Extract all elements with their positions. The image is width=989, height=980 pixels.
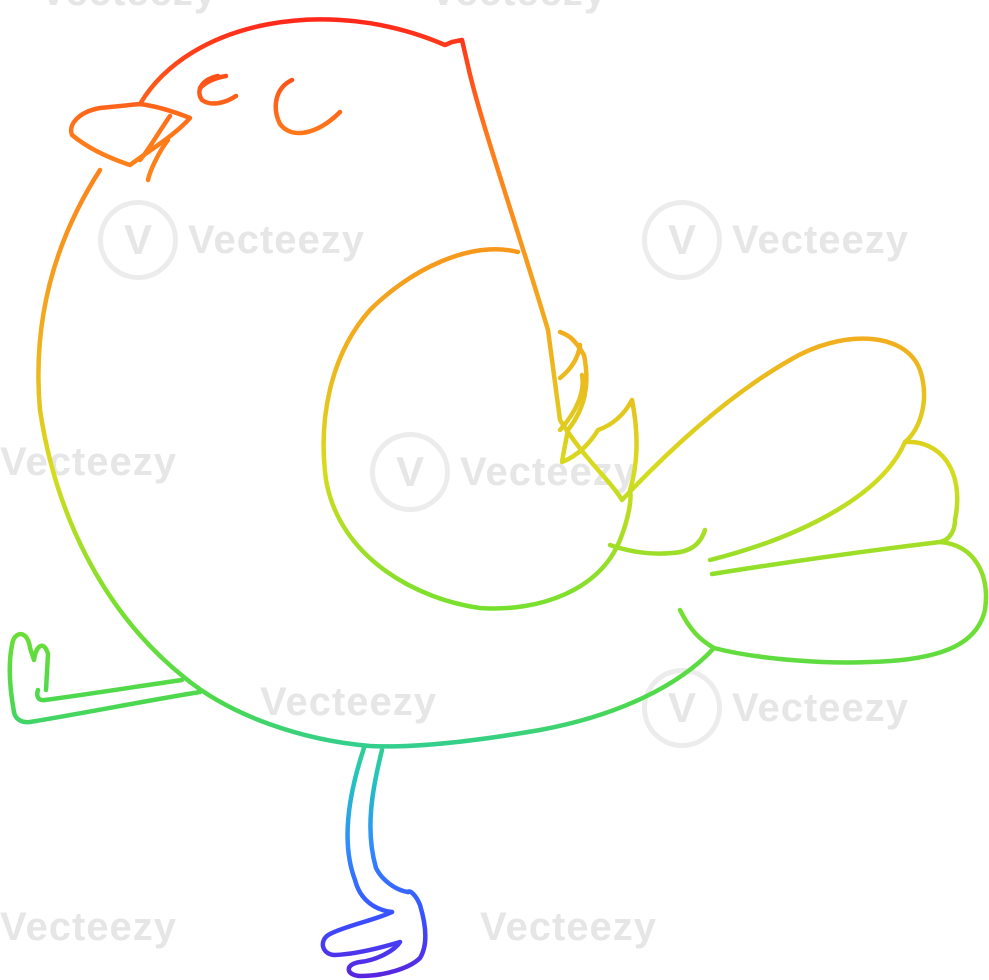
bird-wing-joint [607,527,708,556]
watermark: Vecteezy [0,905,177,950]
bird-raised-leg-line [11,689,203,725]
watermark: V Vecteezy [642,200,909,280]
watermark: Vecteezy [0,440,177,485]
bird-wing [321,247,639,611]
bird-raised-foot [7,631,51,715]
watermark: V Vecteezy [642,668,909,748]
watermark: Vecteezy [40,0,217,15]
watermark-text: Vecteezy [430,0,607,15]
watermark-text: Vecteezy [260,680,438,724]
watermark-text: Vecteezy [0,440,178,484]
watermark-text: Vecteezy [188,217,366,262]
bird-wing-feather [557,372,585,433]
watermark-text: Vecteezy [460,449,638,494]
vecteezy-logo-icon: V [370,432,450,512]
bird-eye-right-icon [273,77,343,136]
bird-raised-leg [35,677,185,703]
bird-wing-feather [557,342,583,381]
watermark-text: Vecteezy [480,905,658,949]
watermark: V Vecteezy [98,200,365,280]
bird-tail-underside [677,607,717,651]
bird-beak-line [137,113,173,163]
watermark-text: Vecteezy [40,0,217,15]
watermark-text: Vecteezy [0,905,178,949]
watermark: V Vecteezy [370,432,637,512]
vecteezy-logo-icon: V [642,668,722,748]
bird-tail-feather [709,539,943,577]
bird-throat-line [145,137,171,183]
vecteezy-logo-icon: V [642,200,722,280]
watermark: Vecteezy [480,905,657,950]
bird-tail-feather [707,439,908,563]
bird-standing-foot [320,889,428,979]
watermark-text: Vecteezy [732,685,910,730]
vecteezy-logo-icon: V [98,200,178,280]
bird-beak [68,101,193,168]
watermark: Vecteezy [430,0,607,15]
bird-standing-leg-line [368,747,411,895]
watermark: Vecteezy [260,680,437,725]
bird-eye-left-lash [197,73,229,91]
watermark-text: Vecteezy [732,217,910,262]
bird-body-outline [36,17,989,749]
bird-standing-leg [345,745,395,915]
